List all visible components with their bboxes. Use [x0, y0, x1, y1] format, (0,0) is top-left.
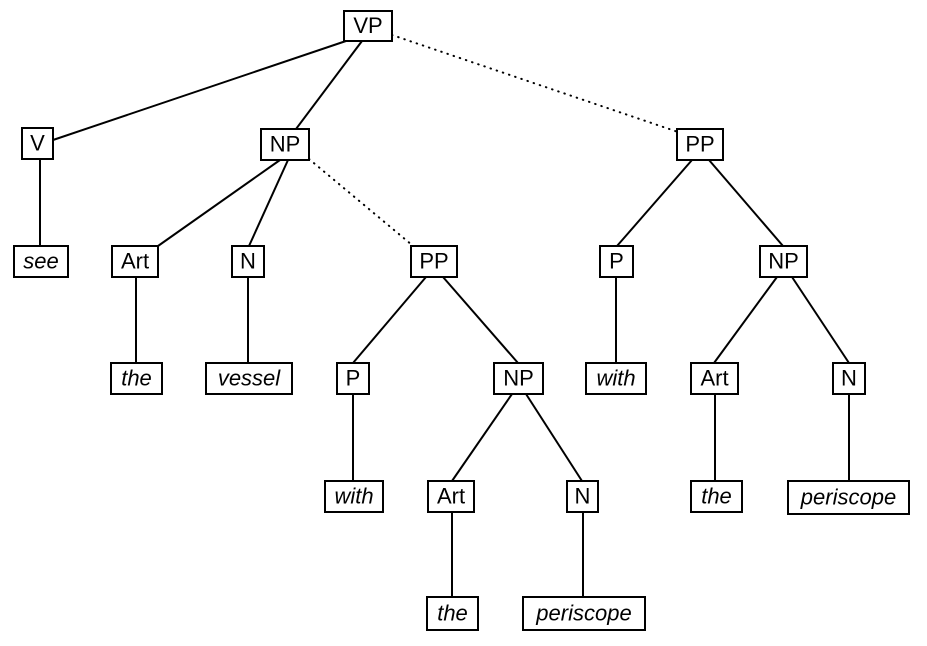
node-box-n_m [566, 480, 599, 513]
tree-edge-vp-to-pp_right [391, 34, 679, 133]
node-box-vessel [205, 362, 293, 395]
node-label-with_m: with [334, 483, 373, 508]
tree-edge-np_right-to-art_r [713, 276, 778, 364]
node-box-p_mid [336, 362, 370, 395]
tree-edge-np1-to-art1 [157, 159, 281, 247]
node-label-the_m: the [437, 600, 468, 625]
node-label-the1: the [121, 365, 152, 390]
node-box-p_right [599, 245, 634, 278]
tree-node-np1[interactable]: NP [260, 128, 310, 161]
node-box-v [21, 127, 54, 160]
node-label-n1: N [240, 248, 256, 273]
tree-node-with_m[interactable]: with [324, 480, 384, 513]
tree-edge-np_mid-to-n_m [525, 393, 583, 482]
node-label-p_right: P [609, 248, 624, 273]
tree-node-the_r[interactable]: the [690, 480, 743, 513]
node-label-vp: VP [353, 13, 382, 38]
node-label-art_r: Art [700, 365, 728, 390]
node-box-art_m [427, 480, 475, 513]
node-box-the_r [690, 480, 743, 513]
node-label-the_r: the [701, 483, 732, 508]
node-label-pp_right: PP [685, 131, 714, 156]
tree-node-art_r[interactable]: Art [690, 362, 739, 395]
tree-node-see[interactable]: see [13, 245, 69, 278]
tree-node-the1[interactable]: the [110, 362, 163, 395]
tree-edge-pp_mid-to-p_mid [352, 276, 427, 364]
tree-node-n_m[interactable]: N [566, 480, 599, 513]
tree-node-art_m[interactable]: Art [427, 480, 475, 513]
tree-edge-pp_right-to-p_right [616, 159, 693, 247]
tree-edge-pp_mid-to-np_mid [442, 276, 519, 364]
tree-node-v[interactable]: V [21, 127, 54, 160]
tree-node-np_mid[interactable]: NP [493, 362, 544, 395]
node-box-the1 [110, 362, 163, 395]
tree-node-periscope_m[interactable]: periscope [522, 596, 646, 631]
node-box-see [13, 245, 69, 278]
tree-node-periscope_r[interactable]: periscope [787, 480, 910, 515]
tree-node-the_m[interactable]: the [426, 596, 479, 631]
tree-edge-np1-to-n1 [248, 159, 289, 247]
node-label-p_mid: P [346, 365, 361, 390]
tree-node-p_right[interactable]: P [599, 245, 634, 278]
node-box-np1 [260, 128, 310, 161]
node-box-with_m [324, 480, 384, 513]
tree-edge-np_right-to-n_r [791, 276, 850, 364]
node-box-pp_mid [410, 245, 458, 278]
node-box-n1 [231, 245, 265, 278]
tree-node-n_r[interactable]: N [832, 362, 866, 395]
tree-edge-np1-to-pp_mid [308, 158, 413, 246]
tree-edge-pp_right-to-np_right [708, 159, 784, 247]
node-label-v: V [30, 130, 45, 155]
node-box-periscope_r [787, 480, 910, 515]
node-label-n_m: N [575, 483, 591, 508]
tree-edge-vp-to-np1 [295, 40, 363, 130]
node-label-vessel: vessel [218, 365, 281, 390]
node-box-the_m [426, 596, 479, 631]
node-box-art_r [690, 362, 739, 395]
edge-layer [39, 34, 850, 597]
node-label-n_r: N [841, 365, 857, 390]
node-label-art_m: Art [437, 483, 465, 508]
tree-node-np_right[interactable]: NP [759, 245, 808, 278]
node-box-art1 [111, 245, 159, 278]
node-label-periscope_m: periscope [535, 600, 631, 625]
tree-node-pp_mid[interactable]: PP [410, 245, 458, 278]
tree-edge-np_mid-to-art_m [451, 393, 513, 482]
node-label-see: see [23, 248, 58, 273]
node-label-art1: Art [121, 248, 149, 273]
node-box-vp [343, 10, 393, 42]
tree-node-vp[interactable]: VP [343, 10, 393, 42]
tree-node-with_r[interactable]: with [585, 362, 647, 395]
node-label-np1: NP [270, 131, 301, 156]
node-label-pp_mid: PP [419, 248, 448, 273]
node-label-with_r: with [596, 365, 635, 390]
node-box-pp_right [676, 128, 724, 161]
tree-node-n1[interactable]: N [231, 245, 265, 278]
node-box-periscope_m [522, 596, 646, 631]
tree-edge-vp-to-v [52, 40, 347, 141]
tree-node-p_mid[interactable]: P [336, 362, 370, 395]
node-label-np_right: NP [768, 248, 799, 273]
tree-node-vessel[interactable]: vessel [205, 362, 293, 395]
node-box-with_r [585, 362, 647, 395]
node-label-periscope_r: periscope [800, 484, 896, 509]
node-label-np_mid: NP [503, 365, 534, 390]
node-box-np_mid [493, 362, 544, 395]
tree-node-pp_right[interactable]: PP [676, 128, 724, 161]
tree-node-art1[interactable]: Art [111, 245, 159, 278]
node-box-np_right [759, 245, 808, 278]
node-box-n_r [832, 362, 866, 395]
